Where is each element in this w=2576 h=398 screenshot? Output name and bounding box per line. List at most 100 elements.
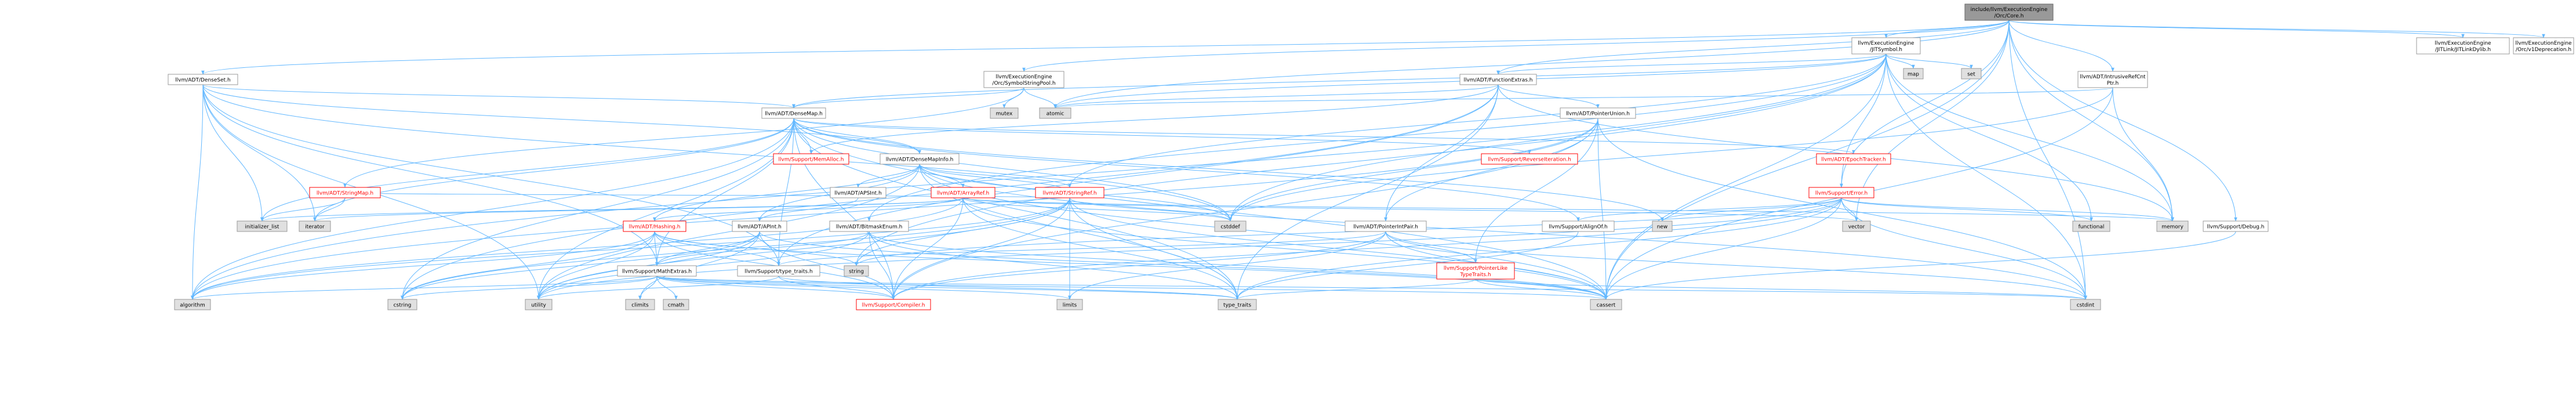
node-box-IntrusiveRefCntPtr bbox=[2077, 71, 2148, 88]
edge-FunctionExtras-to-PointerIntPair bbox=[1384, 84, 1499, 222]
node-new: new bbox=[1652, 220, 1673, 232]
node-box-cstdint bbox=[2070, 299, 2101, 310]
node-label-FunctionExtras-line-0: llvm/ADT/FunctionExtras.h bbox=[1463, 78, 1532, 84]
edge-type_traits_h-to-Compiler bbox=[778, 276, 895, 300]
node-label-root-line-0: include/llvm/ExecutionEngine bbox=[1971, 7, 2048, 13]
node-label-JITSymbol-line-1: /JITSymbol.h bbox=[1870, 47, 1902, 53]
node-label-mutex-line-0: mutex bbox=[996, 111, 1013, 117]
node-Debug[interactable]: llvm/Support/Debug.h bbox=[2203, 220, 2269, 232]
node-box-type_traits bbox=[1218, 299, 1257, 310]
node-label-StringRef-line-0: llvm/ADT/StringRef.h bbox=[1042, 191, 1096, 197]
edge-DenseMap-to-iterator bbox=[313, 118, 794, 222]
node-label-type_traits_h-line-0: llvm/Support/type_traits.h bbox=[744, 269, 812, 275]
node-box-utility bbox=[525, 299, 553, 310]
node-cstddef: cstddef bbox=[1214, 220, 1247, 232]
edge-MathExtras-to-climits bbox=[638, 276, 657, 300]
edge-type_traits_h-to-type_traits bbox=[778, 276, 1239, 300]
edge-StringMap-to-initializer_list bbox=[260, 197, 346, 222]
node-box-memory bbox=[2156, 220, 2189, 232]
edge-ArrayRef-to-type_traits bbox=[962, 197, 1239, 300]
node-label-limits-line-0: limits bbox=[1063, 303, 1077, 309]
node-label-EpochTracker-line-0: llvm/ADT/EpochTracker.h bbox=[1821, 157, 1886, 163]
edge-JITSymbol-to-set bbox=[1885, 53, 1973, 69]
node-Compiler[interactable]: llvm/Support/Compiler.h bbox=[856, 299, 931, 310]
node-box-root bbox=[1964, 3, 2054, 21]
node-JITLinkDylib[interactable]: llvm/ExecutionEngine/JITLink/JITLinkDyli… bbox=[2416, 37, 2510, 55]
edge-FunctionExtras-to-type_traits bbox=[1236, 84, 1499, 300]
edge-ArrayRef-to-Hashing bbox=[653, 197, 964, 222]
edge-Hashing-to-type_traits_h bbox=[654, 231, 780, 266]
node-StringRef[interactable]: llvm/ADT/StringRef.h bbox=[1035, 187, 1104, 198]
node-ArrayRef[interactable]: llvm/ADT/ArrayRef.h bbox=[931, 187, 995, 198]
node-box-new bbox=[1652, 220, 1673, 232]
edge-Error-to-cstdint bbox=[1841, 197, 2087, 300]
node-box-atomic bbox=[1039, 107, 1071, 119]
node-ReverseIteration[interactable]: llvm/Support/ReverseIteration.h bbox=[1481, 153, 1578, 165]
node-box-MemAlloc bbox=[773, 153, 849, 165]
edge-StringRef-to-algorithm bbox=[191, 197, 1070, 300]
edge-DenseSet-to-iterator bbox=[202, 84, 317, 222]
node-box-string bbox=[844, 265, 869, 277]
node-APSInt[interactable]: llvm/ADT/APSInt.h bbox=[830, 187, 886, 198]
node-PointerUnion[interactable]: llvm/ADT/PointerUnion.h bbox=[1560, 107, 1636, 119]
node-label-OrcV1Deprecation-line-0: llvm/ExecutionEngine bbox=[2515, 41, 2572, 46]
node-label-DenseMap-line-0: llvm/ADT/DenseMap.h bbox=[765, 111, 823, 117]
edge-Error-to-memory bbox=[1841, 197, 2174, 222]
node-MemAlloc[interactable]: llvm/Support/MemAlloc.h bbox=[773, 153, 849, 165]
node-BitmaskEnum[interactable]: llvm/ADT/BitmaskEnum.h bbox=[829, 220, 909, 232]
node-APInt[interactable]: llvm/ADT/APInt.h bbox=[732, 220, 787, 232]
node-root[interactable]: include/llvm/ExecutionEngine/Orc/Core.h bbox=[1964, 3, 2054, 21]
node-box-initializer_list bbox=[237, 220, 288, 232]
node-label-vector-line-0: vector bbox=[1848, 225, 1865, 230]
node-limits: limits bbox=[1056, 299, 1083, 310]
edge-PointerIntPair-to-type_traits_h bbox=[777, 231, 1386, 266]
node-DenseSet[interactable]: llvm/ADT/DenseSet.h bbox=[168, 74, 238, 85]
node-AlignOf[interactable]: llvm/Support/AlignOf.h bbox=[1542, 220, 1615, 232]
node-label-Debug-line-0: llvm/Support/Debug.h bbox=[2207, 225, 2265, 230]
node-box-AlignOf bbox=[1542, 220, 1615, 232]
node-label-JITSymbol-line-0: llvm/ExecutionEngine bbox=[1858, 41, 1914, 46]
node-label-StringMap-line-0: llvm/ADT/StringMap.h bbox=[317, 191, 373, 197]
node-box-DenseMap bbox=[761, 107, 826, 119]
edge-MathExtras-to-type_traits bbox=[656, 276, 1239, 300]
node-box-algorithm bbox=[174, 299, 211, 310]
edge-APInt-to-Compiler bbox=[759, 231, 895, 300]
node-label-PointerIntPair-line-0: llvm/ADT/PointerIntPair.h bbox=[1353, 225, 1418, 230]
node-Error[interactable]: llvm/Support/Error.h bbox=[1808, 187, 1874, 198]
node-MathExtras[interactable]: llvm/Support/MathExtras.h bbox=[617, 265, 697, 277]
edge-FunctionExtras-to-memory bbox=[1498, 84, 2174, 222]
node-algorithm: algorithm bbox=[174, 299, 211, 310]
node-DenseMapInfo[interactable]: llvm/ADT/DenseMapInfo.h bbox=[880, 153, 960, 165]
node-JITSymbol[interactable]: llvm/ExecutionEngine/JITSymbol.h bbox=[1851, 37, 1921, 55]
edge-MathExtras-to-cstring bbox=[401, 276, 657, 300]
node-type_traits_h[interactable]: llvm/Support/type_traits.h bbox=[737, 265, 820, 277]
node-StringMap[interactable]: llvm/ADT/StringMap.h bbox=[309, 187, 381, 198]
node-label-climits-line-0: climits bbox=[631, 303, 649, 309]
node-label-cassert-line-0: cassert bbox=[1597, 303, 1616, 309]
node-label-AlignOf-line-0: llvm/Support/AlignOf.h bbox=[1549, 225, 1607, 230]
node-label-MathExtras-line-0: llvm/Support/MathExtras.h bbox=[622, 269, 692, 275]
node-box-APSInt bbox=[830, 187, 886, 198]
node-SymbolStringPool[interactable]: llvm/ExecutionEngine/Orc/SymbolStringPoo… bbox=[983, 71, 1064, 88]
edge-JITSymbol-to-string bbox=[855, 53, 1887, 266]
node-PointerIntPair[interactable]: llvm/ADT/PointerIntPair.h bbox=[1345, 220, 1427, 232]
node-OrcV1Deprecation[interactable]: llvm/ExecutionEngine/Orc/v1Deprecation.h bbox=[2513, 37, 2574, 55]
node-DenseMap[interactable]: llvm/ADT/DenseMap.h bbox=[761, 107, 826, 119]
node-box-Debug bbox=[2203, 220, 2269, 232]
node-label-Compiler-line-0: llvm/Support/Compiler.h bbox=[862, 303, 925, 309]
node-cstdint: cstdint bbox=[2070, 299, 2101, 310]
node-box-limits bbox=[1056, 299, 1083, 310]
node-FunctionExtras[interactable]: llvm/ADT/FunctionExtras.h bbox=[1459, 74, 1537, 85]
edge-DenseMapInfo-to-StringRef bbox=[919, 164, 1071, 188]
node-box-type_traits_h bbox=[737, 265, 820, 277]
node-label-Hashing-line-0: llvm/ADT/Hashing.h bbox=[629, 225, 681, 230]
node-Hashing[interactable]: llvm/ADT/Hashing.h bbox=[623, 220, 686, 232]
node-label-JITLinkDylib-line-1: /JITLink/JITLinkDylib.h bbox=[2435, 47, 2491, 53]
edge-JITSymbol-to-memory bbox=[1885, 53, 2174, 222]
node-box-climits bbox=[625, 299, 655, 310]
edge-JITSymbol-to-DenseMap bbox=[792, 53, 1887, 108]
edge-root-to-DenseSet bbox=[201, 20, 2010, 75]
node-EpochTracker[interactable]: llvm/ADT/EpochTracker.h bbox=[1816, 153, 1891, 165]
